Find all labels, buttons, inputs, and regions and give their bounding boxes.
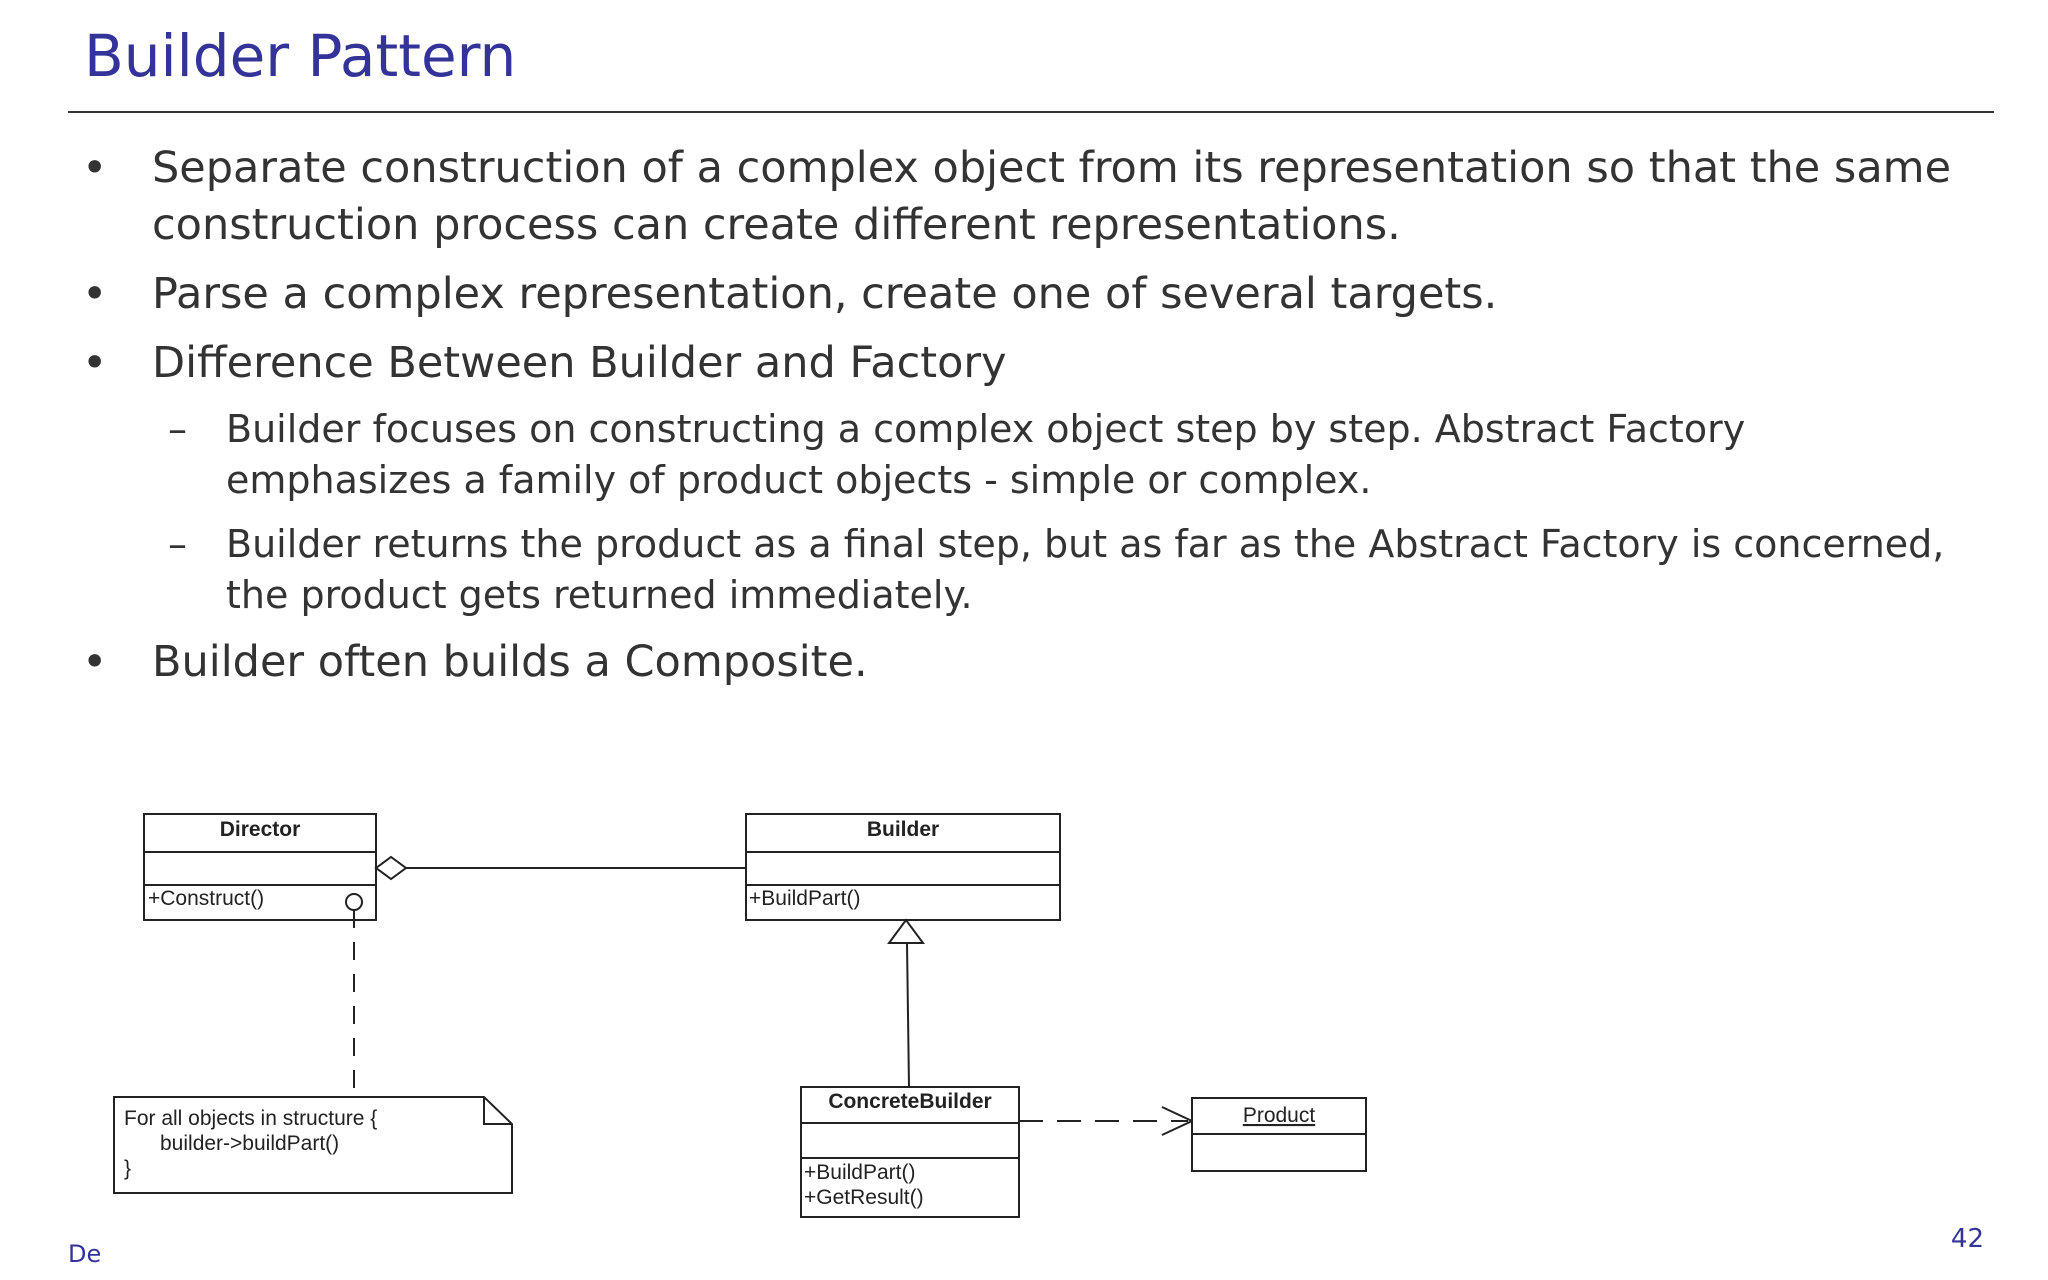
director-class bbox=[143, 813, 377, 921]
builder-class bbox=[745, 813, 1061, 921]
page-number: 42 bbox=[1950, 1224, 1984, 1254]
aggregation-diamond bbox=[374, 855, 408, 881]
concrete-builder-box bbox=[800, 1086, 1020, 1218]
builder-box bbox=[745, 813, 1061, 921]
bullet-item: • Parse a complex representation, create… bbox=[82, 266, 1982, 323]
product-class bbox=[1191, 1097, 1367, 1172]
builder-method: +BuildPart() bbox=[749, 887, 860, 910]
note-anchor-circle bbox=[345, 893, 363, 911]
note-box bbox=[113, 1096, 513, 1194]
concrete-builder-name: ConcreteBuilder bbox=[828, 1090, 991, 1113]
product-name: Product bbox=[1243, 1104, 1316, 1127]
director-method: +Construct() bbox=[148, 887, 264, 910]
sub-bullet-item: – Builder returns the product as a final… bbox=[82, 519, 1982, 621]
bullet-marker: • bbox=[82, 338, 108, 388]
bullet-list: • Separate construction of a complex obj… bbox=[82, 140, 1982, 703]
note-line-1: For all objects in structure { bbox=[124, 1107, 377, 1130]
bullet-marker: • bbox=[82, 143, 108, 193]
sub-bullet-item: – Builder focuses on constructing a comp… bbox=[82, 404, 1982, 506]
note bbox=[113, 1096, 513, 1194]
footer-text: De bbox=[68, 1240, 102, 1268]
director-name: Director bbox=[220, 818, 301, 841]
note-fold bbox=[483, 1097, 512, 1125]
bullet-text: Separate construction of a complex objec… bbox=[152, 143, 1952, 250]
title-divider bbox=[68, 111, 1994, 113]
concrete-builder-method-getresult: +GetResult() bbox=[804, 1186, 924, 1209]
note-line-3: } bbox=[124, 1157, 131, 1180]
bullet-item: • Difference Between Builder and Factory bbox=[82, 335, 1982, 392]
inheritance-line bbox=[906, 942, 910, 1088]
builder-name: Builder bbox=[867, 818, 939, 841]
bullet-item: • Separate construction of a complex obj… bbox=[82, 140, 1982, 254]
bullet-text: Builder often builds a Composite. bbox=[152, 637, 868, 687]
bullet-marker: • bbox=[82, 637, 108, 687]
concrete-builder-class bbox=[800, 1086, 1020, 1218]
bullet-item: • Builder often builds a Composite. bbox=[82, 634, 1982, 691]
note-line-2: builder->buildPart() bbox=[160, 1132, 339, 1155]
bullet-marker: • bbox=[82, 269, 108, 319]
slide-title: Builder Pattern bbox=[84, 22, 517, 90]
director-box bbox=[143, 813, 377, 921]
sub-bullet-marker: – bbox=[168, 522, 187, 566]
bullet-text: Parse a complex representation, create o… bbox=[152, 269, 1498, 319]
sub-bullet-text: Builder returns the product as a final s… bbox=[226, 522, 1945, 617]
bullet-text: Difference Between Builder and Factory bbox=[152, 338, 1007, 388]
sub-bullet-text: Builder focuses on constructing a comple… bbox=[226, 407, 1746, 502]
concrete-builder-method-buildpart: +BuildPart() bbox=[804, 1161, 915, 1184]
sub-bullet-marker: – bbox=[168, 407, 187, 451]
inheritance-triangle bbox=[887, 918, 925, 944]
